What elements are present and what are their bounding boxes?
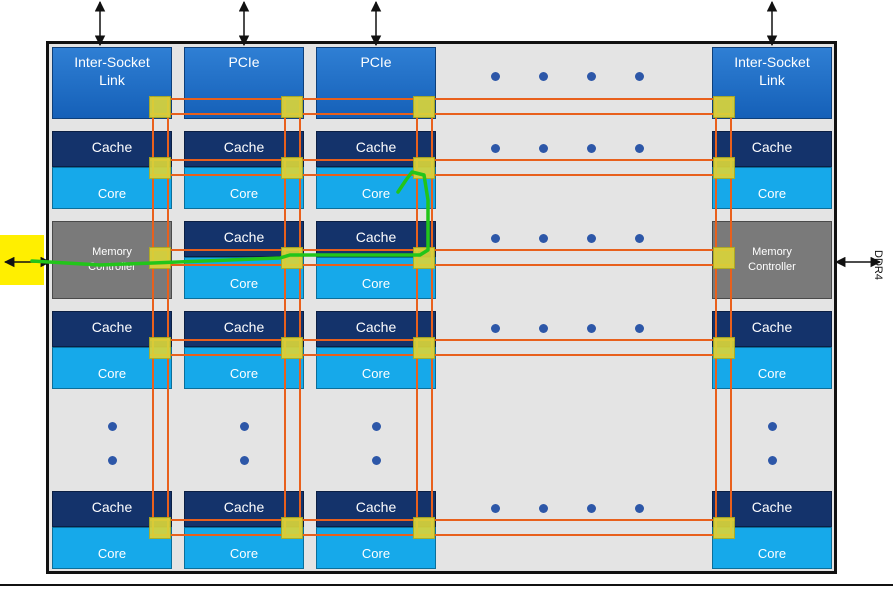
mesh-stop: [413, 517, 435, 539]
memory-controller-left-line1: Memory: [92, 246, 132, 258]
inter-socket-link-left-line1: Inter-Socket: [74, 54, 150, 70]
pcie-2-label: PCIe: [360, 54, 392, 70]
ellipsis-dot: [491, 234, 500, 243]
ellipsis-dot: [491, 144, 500, 153]
mesh-stop: [149, 96, 171, 118]
ellipsis-dot: [539, 504, 548, 513]
ellipsis-dot: [768, 422, 777, 431]
ellipsis-dot: [539, 234, 548, 243]
pcie-1-label: PCIe: [228, 54, 260, 70]
ellipsis-dot: [768, 456, 777, 465]
ellipsis-dot: [587, 504, 596, 513]
mesh-stop: [413, 247, 435, 269]
mesh-stop: [413, 96, 435, 118]
ellipsis-dot: [491, 324, 500, 333]
bottom-divider: [0, 584, 893, 586]
mesh-stop: [281, 517, 303, 539]
inter-socket-link-right-line1: Inter-Socket: [734, 54, 810, 70]
mesh-stop: [281, 337, 303, 359]
die-outline: [46, 41, 837, 574]
ellipsis-dot: [635, 324, 644, 333]
ellipsis-dot: [240, 422, 249, 431]
ellipsis-dot: [635, 504, 644, 513]
core-tile: Cache Core: [52, 311, 172, 389]
memory-controller-right-line2: Controller: [748, 261, 796, 273]
mesh-stop: [413, 337, 435, 359]
mesh-stop: [713, 337, 735, 359]
inter-socket-link-right-line2: Link: [759, 72, 785, 88]
ellipsis-dot: [491, 72, 500, 81]
inter-socket-link-right: Inter-Socket Link: [712, 47, 832, 119]
ellipsis-dot: [108, 422, 117, 431]
ellipsis-dot: [539, 72, 548, 81]
ddr4-label: DDR4: [872, 250, 884, 280]
mesh-stop: [149, 337, 171, 359]
ellipsis-dot: [372, 422, 381, 431]
mesh-stop: [281, 157, 303, 179]
ellipsis-dot: [587, 324, 596, 333]
mesh-stop: [281, 96, 303, 118]
inter-socket-link-left-line2: Link: [99, 72, 125, 88]
mesh-stop: [713, 517, 735, 539]
ellipsis-dot: [587, 144, 596, 153]
ellipsis-dot: [635, 72, 644, 81]
ellipsis-dot: [587, 72, 596, 81]
mesh-stop: [713, 157, 735, 179]
ellipsis-dot: [587, 234, 596, 243]
ellipsis-dot: [635, 234, 644, 243]
ellipsis-dot: [539, 324, 548, 333]
ellipsis-dot: [372, 456, 381, 465]
ellipsis-dot: [240, 456, 249, 465]
memory-controller-right-line1: Memory: [752, 246, 792, 258]
mesh-stop: [713, 96, 735, 118]
mesh-stop: [713, 247, 735, 269]
mesh-stop: [149, 517, 171, 539]
ellipsis-dot: [491, 504, 500, 513]
ellipsis-dot: [635, 144, 644, 153]
ellipsis-dot: [539, 144, 548, 153]
ellipsis-dot: [108, 456, 117, 465]
data-path-line: [30, 170, 430, 267]
mesh-stop: [149, 157, 171, 179]
